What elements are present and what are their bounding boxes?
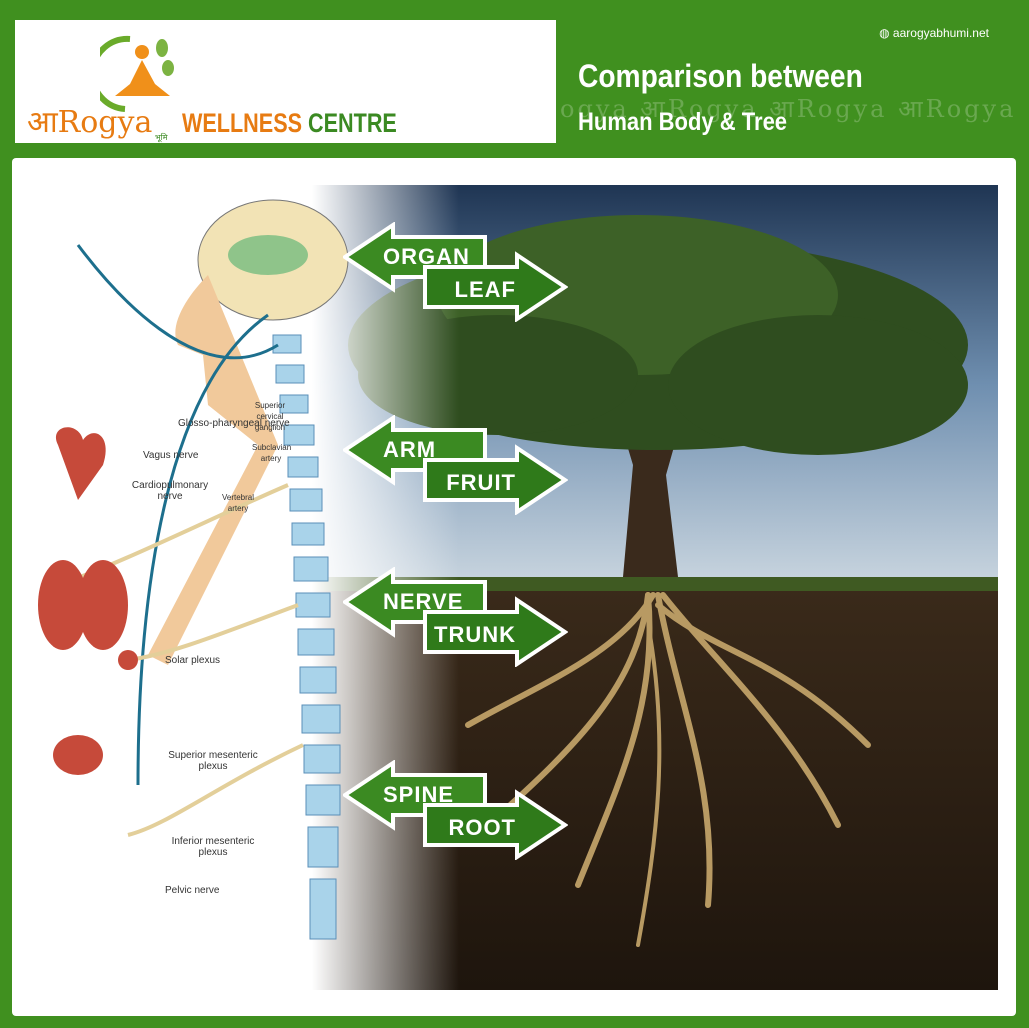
comparison-arrow-pair: ARM FRUIT <box>343 415 568 515</box>
arrow-right-icon <box>423 789 568 860</box>
human-anatomy <box>38 199 349 940</box>
watermark: ogya आRogya आRogya आRogya <box>560 95 1017 123</box>
tree-part-label: FRUIT <box>446 470 516 495</box>
label-vagus: Vagus nerve <box>143 450 199 461</box>
label-inf-mes: Inferior mesenteric plexus <box>171 836 255 858</box>
yoga-logo-icon <box>100 35 174 112</box>
globe-icon: ◍ <box>879 26 893 40</box>
arrow-right-icon <box>423 251 568 322</box>
comparison-arrow-pair: NERVE TRUNK <box>343 567 568 667</box>
arrow-right-icon <box>423 596 568 667</box>
label-cardio: Cardiopulmonary nerve <box>131 480 209 502</box>
label-sup-mes: Superior mesenteric plexus <box>168 750 258 772</box>
logo-text: WELLNESS CENTRE <box>182 108 397 138</box>
body-tree-illustration <box>18 185 998 990</box>
website-label: ◍ aarogyabhumi.net <box>879 26 989 40</box>
title-line2: Human Body & Tree <box>578 108 788 136</box>
logo-wordmark: आRogya <box>27 105 153 140</box>
body-part-label: SPINE <box>383 782 455 807</box>
body-part-label: NERVE <box>383 589 464 614</box>
label-glosso: Glosso-pharyngeal nerve <box>178 418 290 429</box>
tree-part-label: TRUNK <box>434 622 516 647</box>
logo-sub: भूमि <box>155 133 168 142</box>
label-pelvic: Pelvic nerve <box>165 885 220 896</box>
body-part-label: ARM <box>383 437 437 462</box>
label-solar: Solar plexus <box>165 655 221 666</box>
tree-part-label: LEAF <box>454 277 516 302</box>
comparison-arrow-pair: SPINE ROOT <box>343 760 568 860</box>
label-subclavian: Subclavian artery <box>252 443 292 463</box>
body-part-label: ORGAN <box>383 244 470 269</box>
logo-panel: आRogya भूमि WELLNESS CENTRE <box>15 20 556 143</box>
arrow-right-icon <box>423 444 568 515</box>
comparison-arrow-pair: ORGAN LEAF <box>343 222 568 322</box>
label-cervical: Superior cervical ganglion <box>254 401 286 432</box>
label-vertebral: Vertebral artery <box>221 493 255 513</box>
title-line1: Comparison between <box>578 58 863 94</box>
tree-part-label: ROOT <box>448 815 516 840</box>
